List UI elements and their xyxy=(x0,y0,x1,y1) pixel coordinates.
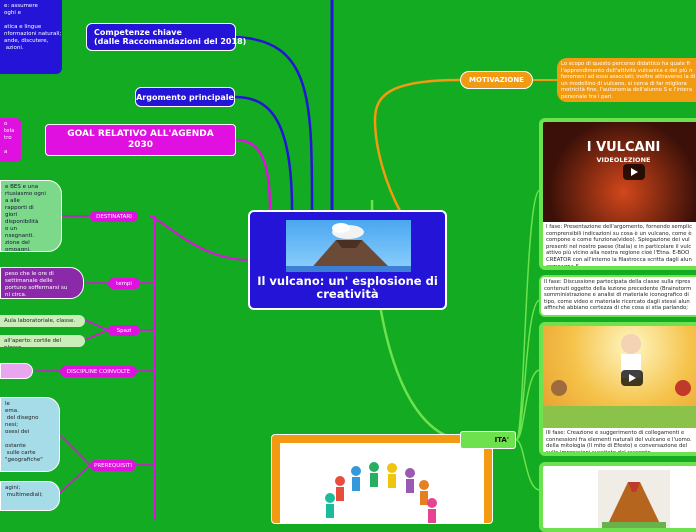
goal-agenda-node[interactable]: GOAL RELATIVO ALL'AGENDA 2030 xyxy=(45,124,236,156)
attivita-node[interactable]: ITA' xyxy=(460,431,516,449)
fase3-card[interactable]: III fase: Creazione e suggerimento di co… xyxy=(539,322,696,456)
discipline-label[interactable]: DISCIPLINE COINVOLTE xyxy=(60,366,137,377)
competenze-chiave-node[interactable]: Competenze chiave (dalle Raccomandazioni… xyxy=(86,23,246,51)
spazi-label[interactable]: Spazi xyxy=(108,325,140,336)
tempi-label[interactable]: tempi xyxy=(108,278,140,289)
fase1-caption: I fase: Presentazione dell'argomento, fo… xyxy=(543,222,696,266)
competenze-note: e: assumere oghi e atica e lingue nforma… xyxy=(0,0,62,74)
central-title: Il vulcano: un' esplosione di creatività xyxy=(257,274,438,301)
play-icon[interactable] xyxy=(623,164,645,180)
spazi-note-aperto: all'aperto: cortile del plesso. xyxy=(0,335,85,347)
tempi-note: peso che le ore di settimanale delle por… xyxy=(0,267,84,299)
goal-note: o tela tro a xyxy=(0,118,21,162)
fase2-card[interactable]: II fase: Discussione partecipata della c… xyxy=(539,275,696,317)
motivazione-note: Lo scopo di questo percorso didattico ha… xyxy=(557,58,696,102)
children-circle-image-card[interactable] xyxy=(271,434,493,524)
video3-thumbnail[interactable] xyxy=(543,326,696,428)
prerequisiti-note-2: agini; multimediali; xyxy=(0,481,60,511)
fase1-card[interactable]: I VULCANI VIDEOLEZIONE I fase: Presentaz… xyxy=(539,118,696,270)
spazi-note-aula: Aula laboratoriale, classe. xyxy=(0,315,85,327)
discipline-note xyxy=(0,363,33,379)
children-circle-image xyxy=(280,443,484,523)
video1-subtitle: VIDEOLEZIONE xyxy=(596,156,651,164)
fase2-caption: II fase: Discussione partecipata della c… xyxy=(541,277,696,315)
fase3-caption: III fase: Creazione e suggerimento di co… xyxy=(543,428,696,452)
play-icon-2[interactable] xyxy=(621,370,643,386)
fase4-card[interactable] xyxy=(539,462,696,532)
volcano-model-image xyxy=(598,470,670,528)
video1-title: I VULCANI xyxy=(586,140,661,155)
prerequisiti-label[interactable]: PREREQUISITI xyxy=(90,460,136,471)
central-topic-node[interactable]: Il vulcano: un' esplosione di creatività xyxy=(248,210,447,310)
prerequisiti-note-1: le ema. del disegno nesi; osesi dei osta… xyxy=(0,397,60,472)
destinatari-label[interactable]: DESTINATARI xyxy=(90,211,138,222)
connector-lines xyxy=(35,0,557,520)
destinatari-note: e BES e una rtusiasmo ogni a alle rappor… xyxy=(0,180,62,252)
video1-thumbnail[interactable]: I VULCANI VIDEOLEZIONE xyxy=(543,122,696,222)
argomento-principale-node[interactable]: Argomento principale xyxy=(135,87,235,107)
motivazione-node[interactable]: MOTIVAZIONE xyxy=(460,71,533,89)
volcano-image xyxy=(286,220,411,272)
